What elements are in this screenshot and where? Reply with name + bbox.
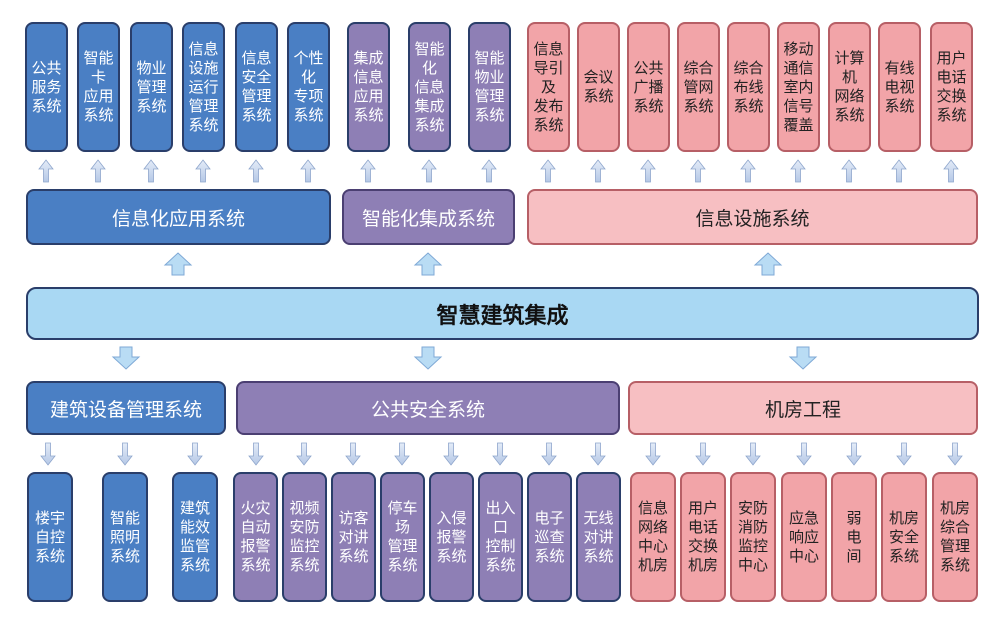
arrow-down-icon (248, 442, 264, 466)
bottom-item-energy-monitoring: 建筑 能效 监管 系统 (172, 472, 218, 602)
top-item-property-mgmt: 物业 管理 系统 (130, 22, 173, 152)
bottom-item-smart-lighting: 智能 照明 系统 (102, 472, 148, 602)
top-item-phone-exchange: 用户 电话 交换 系统 (930, 22, 973, 152)
arrow-down-icon (947, 442, 963, 466)
arrow-down-icon (745, 442, 761, 466)
arrow-down-icon (492, 442, 508, 466)
arrow-down-icon (394, 442, 410, 466)
top-item-mobile-coverage: 移动 通信 室内 信号 覆盖 (777, 22, 820, 152)
arrow-up-icon (38, 159, 54, 183)
top-item-cable-tv: 有线 电视 系统 (878, 22, 921, 152)
arrow-up-icon (481, 159, 497, 183)
arrow-up-icon (740, 159, 756, 183)
arrow-up-icon (195, 159, 211, 183)
category-public-safety: 公共安全系统 (236, 381, 620, 435)
bottom-item-weak-current-room: 弱 电 间 (831, 472, 877, 602)
bottom-item-network-center: 信息 网络 中心 机房 (630, 472, 676, 602)
arrow-up-icon (540, 159, 556, 183)
bottom-item-access-control: 出入 口 控制 系统 (478, 472, 523, 602)
top-item-intel-property-mgmt: 智能 物业 管理 系统 (468, 22, 511, 152)
arrow-up-icon (790, 159, 806, 183)
bottom-item-room-integrated-mgmt: 机房 综合 管理 系统 (932, 472, 978, 602)
category-info-facility: 信息设施系统 (527, 189, 978, 245)
top-item-info-security: 信息 安全 管理 系统 (235, 22, 278, 152)
center-smart-building-integration: 智慧建筑集成 (26, 287, 979, 340)
bottom-item-room-security: 机房 安全 系统 (881, 472, 927, 602)
category-building-equipment: 建筑设备管理系统 (26, 381, 226, 435)
bottom-item-building-automation: 楼宇 自控 系统 (27, 472, 73, 602)
bold-arrow-up-icon (753, 252, 783, 276)
arrow-up-icon (421, 159, 437, 183)
top-item-custom: 个性 化 专项 系统 (287, 22, 330, 152)
arrow-up-icon (590, 159, 606, 183)
top-item-conference: 会议 系统 (577, 22, 620, 152)
arrow-down-icon (40, 442, 56, 466)
arrow-down-icon (541, 442, 557, 466)
bottom-item-security-fire-center: 安防 消防 监控 中心 (730, 472, 776, 602)
bottom-item-wireless-intercom: 无线 对讲 系统 (576, 472, 621, 602)
arrow-up-icon (360, 159, 376, 183)
arrow-up-icon (143, 159, 159, 183)
top-item-public-broadcast: 公共 广播 系统 (627, 22, 670, 152)
arrow-up-icon (300, 159, 316, 183)
bold-arrow-down-icon (788, 346, 818, 370)
arrow-down-icon (645, 442, 661, 466)
arrow-down-icon (695, 442, 711, 466)
top-item-cabling: 综合 布线 系统 (727, 22, 770, 152)
top-item-info-guide: 信息 导引 及 发布 系统 (527, 22, 570, 152)
arrow-down-icon (590, 442, 606, 466)
bottom-item-parking-mgmt: 停车 场 管理 系统 (380, 472, 425, 602)
bottom-item-fire-alarm: 火灾 自动 报警 系统 (233, 472, 278, 602)
top-item-computer-network: 计算 机 网络 系统 (828, 22, 871, 152)
bottom-item-emergency-center: 应急 响应 中心 (781, 472, 827, 602)
bottom-item-visitor-intercom: 访客 对讲 系统 (331, 472, 376, 602)
bold-arrow-up-icon (413, 252, 443, 276)
bold-arrow-up-icon (163, 252, 193, 276)
arrow-down-icon (796, 442, 812, 466)
arrow-down-icon (846, 442, 862, 466)
arrow-up-icon (248, 159, 264, 183)
arrow-down-icon (443, 442, 459, 466)
top-item-facility-ops: 信息 设施 运行 管理 系统 (182, 22, 225, 152)
arrow-up-icon (841, 159, 857, 183)
bottom-item-video-surveillance: 视频 安防 监控 系统 (282, 472, 327, 602)
arrow-up-icon (690, 159, 706, 183)
category-intel-integration: 智能化集成系统 (342, 189, 515, 245)
top-item-public-service: 公共 服务 系统 (25, 22, 68, 152)
top-item-integrated-info-app: 集成 信息 应用 系统 (347, 22, 390, 152)
arrow-up-icon (943, 159, 959, 183)
arrow-down-icon (187, 442, 203, 466)
top-item-pipe-network: 综合 管网 系统 (677, 22, 720, 152)
bottom-item-intrusion-alarm: 入侵 报警 系统 (429, 472, 474, 602)
arrow-up-icon (891, 159, 907, 183)
arrow-down-icon (296, 442, 312, 466)
bottom-item-guard-patrol: 电子 巡查 系统 (527, 472, 572, 602)
category-info-app-system: 信息化应用系统 (26, 189, 331, 245)
bold-arrow-down-icon (413, 346, 443, 370)
arrow-up-icon (640, 159, 656, 183)
bold-arrow-down-icon (111, 346, 141, 370)
top-item-intel-info-integration: 智能 化 信息 集成 系统 (408, 22, 451, 152)
arrow-down-icon (896, 442, 912, 466)
top-item-smart-card: 智能 卡 应用 系统 (77, 22, 120, 152)
arrow-down-icon (117, 442, 133, 466)
category-machine-room: 机房工程 (628, 381, 978, 435)
arrow-down-icon (345, 442, 361, 466)
arrow-up-icon (90, 159, 106, 183)
bottom-item-phone-exchange-room: 用户 电话 交换 机房 (680, 472, 726, 602)
